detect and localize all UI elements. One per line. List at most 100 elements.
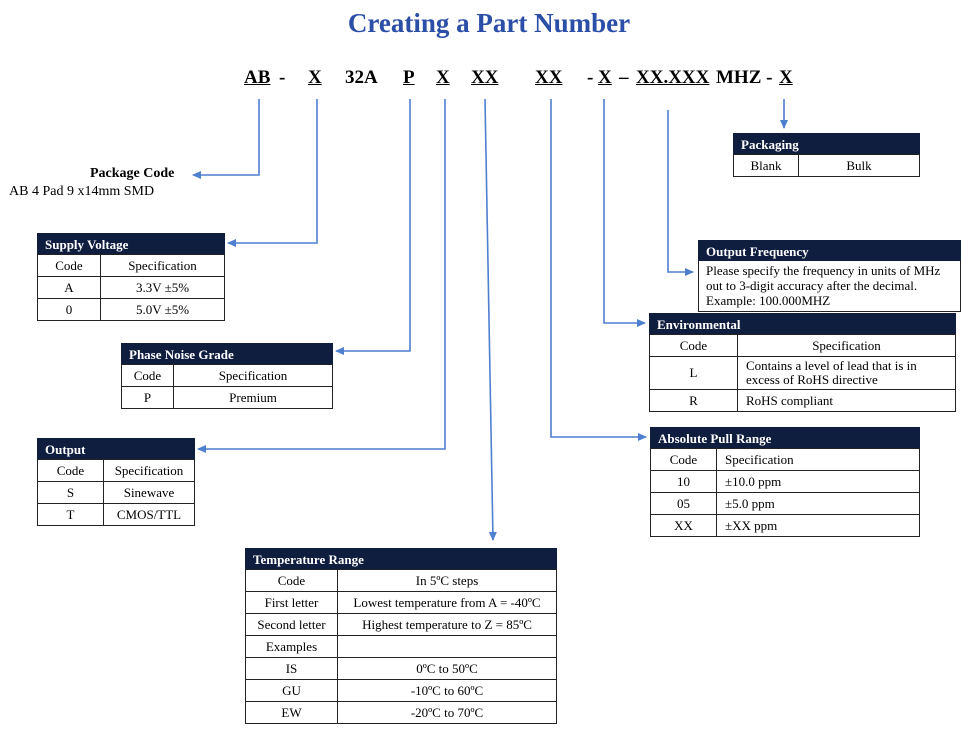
spec-cell: CMOS/TTL bbox=[103, 503, 195, 526]
supply-voltage-title: Supply Voltage bbox=[37, 233, 225, 254]
spec-cell: RoHS compliant bbox=[737, 389, 956, 412]
output-table: Output Code Specification S Sinewave T C… bbox=[37, 438, 195, 526]
part-segment-environmental: X bbox=[598, 67, 612, 88]
table-row: First letter Lowest temperature from A =… bbox=[245, 591, 557, 614]
spec-cell: -10ºC to 60ºC bbox=[337, 679, 557, 702]
arrow-package-code bbox=[192, 99, 260, 179]
table-header-row: Code Specification bbox=[121, 364, 333, 387]
arrow-temperature bbox=[484, 98, 497, 541]
part-segment-frequency: XX.XXX bbox=[636, 67, 710, 88]
table-row: S Sinewave bbox=[37, 481, 195, 504]
arrow-pull-range bbox=[550, 99, 647, 441]
part-segment-ab: AB bbox=[244, 67, 271, 88]
table-header-row: Code Specification bbox=[37, 459, 195, 482]
code-cell: IS bbox=[245, 657, 338, 680]
code-cell: First letter bbox=[245, 591, 338, 614]
spec-cell: Premium bbox=[173, 386, 333, 409]
table-header-row: Code Specification bbox=[37, 254, 225, 277]
packaging-table: Packaging Blank Bulk bbox=[733, 133, 920, 177]
arrow-output-frequency bbox=[667, 110, 694, 276]
column-header: Code bbox=[650, 448, 717, 471]
spec-cell: ±5.0 ppm bbox=[716, 492, 920, 515]
column-header: Specification bbox=[737, 334, 956, 357]
column-header: Specification bbox=[100, 254, 225, 277]
environmental-title: Environmental bbox=[649, 313, 956, 334]
table-row: EW -20ºC to 70ºC bbox=[245, 701, 557, 724]
column-header: Code bbox=[121, 364, 174, 387]
part-separator: - bbox=[279, 67, 286, 88]
output-frequency-text: Please specify the frequency in units of… bbox=[698, 261, 961, 312]
code-cell: 10 bbox=[650, 470, 717, 493]
column-header: Specification bbox=[103, 459, 195, 482]
table-row: Blank Bulk bbox=[733, 154, 920, 177]
spec-cell: 5.0V ±5% bbox=[100, 298, 225, 321]
code-cell: GU bbox=[245, 679, 338, 702]
arrow-output bbox=[197, 99, 446, 453]
frequency-line: out to 3-digit accuracy after the decima… bbox=[706, 278, 918, 293]
temperature-range-table: Temperature Range Code In 5ºC steps Firs… bbox=[245, 548, 557, 724]
code-cell: P bbox=[121, 386, 174, 409]
part-segment-packaging: X bbox=[779, 67, 793, 88]
part-separator: – bbox=[619, 67, 629, 88]
part-segment-pull-range: XX bbox=[535, 67, 563, 88]
pull-range-table: Absolute Pull Range Code Specification 1… bbox=[650, 427, 920, 537]
table-row: T CMOS/TTL bbox=[37, 503, 195, 526]
spec-cell: Lowest temperature from A = -40ºC bbox=[337, 591, 557, 614]
table-row: R RoHS compliant bbox=[649, 389, 956, 412]
table-row: XX ±XX ppm bbox=[650, 514, 920, 537]
spec-cell: Sinewave bbox=[103, 481, 195, 504]
code-cell: T bbox=[37, 503, 104, 526]
arrow-supply-voltage bbox=[227, 99, 318, 247]
spec-cell: 3.3V ±5% bbox=[100, 276, 225, 299]
code-cell: EW bbox=[245, 701, 338, 724]
table-header-row: Code Specification bbox=[649, 334, 956, 357]
spec-cell: 0ºC to 50ºC bbox=[337, 657, 557, 680]
spec-cell: Highest temperature to Z = 85ºC bbox=[337, 613, 557, 636]
package-code-label: Package Code bbox=[90, 166, 175, 181]
supply-voltage-table: Supply Voltage Code Specification A 3.3V… bbox=[37, 233, 225, 321]
table-row: P Premium bbox=[121, 386, 333, 409]
arrow-phase-noise bbox=[335, 99, 411, 355]
package-code-desc: AB 4 Pad 9 x14mm SMD bbox=[9, 184, 155, 199]
column-header: Code bbox=[37, 254, 101, 277]
column-header: Code bbox=[649, 334, 738, 357]
table-row: Examples bbox=[245, 635, 557, 658]
spec-cell: ±XX ppm bbox=[716, 514, 920, 537]
frequency-line: Example: 100.000MHZ bbox=[706, 293, 831, 308]
column-header: Code bbox=[245, 569, 338, 592]
arrow-environmental bbox=[603, 99, 646, 327]
spec-cell bbox=[337, 635, 557, 658]
part-segment-32a: 32A bbox=[345, 67, 378, 88]
part-segment-mhz: MHZ - bbox=[716, 67, 773, 88]
table-row: 05 ±5.0 ppm bbox=[650, 492, 920, 515]
table-row: GU -10ºC to 60ºC bbox=[245, 679, 557, 702]
table-row: Second letter Highest temperature to Z =… bbox=[245, 613, 557, 636]
code-cell: XX bbox=[650, 514, 717, 537]
page-title: Creating a Part Number bbox=[347, 8, 631, 38]
environmental-table: Environmental Code Specification L Conta… bbox=[649, 313, 956, 412]
packaging-title: Packaging bbox=[733, 133, 920, 154]
table-row: A 3.3V ±5% bbox=[37, 276, 225, 299]
table-row: 0 5.0V ±5% bbox=[37, 298, 225, 321]
output-frequency-box: Output Frequency Please specify the freq… bbox=[698, 240, 961, 312]
column-header: Specification bbox=[173, 364, 333, 387]
table-header-row: Code In 5ºC steps bbox=[245, 569, 557, 592]
part-separator: - bbox=[587, 67, 594, 88]
code-cell: Blank bbox=[733, 154, 799, 177]
frequency-line: Please specify the frequency in units of… bbox=[706, 263, 941, 278]
column-header: Code bbox=[37, 459, 104, 482]
code-cell: Examples bbox=[245, 635, 338, 658]
spec-cell: Bulk bbox=[798, 154, 920, 177]
table-row: L Contains a level of lead that is in ex… bbox=[649, 356, 956, 390]
part-segment-phase-noise: P bbox=[403, 67, 415, 88]
column-header: In 5ºC steps bbox=[337, 569, 557, 592]
code-cell: R bbox=[649, 389, 738, 412]
code-cell: Second letter bbox=[245, 613, 338, 636]
phase-noise-title: Phase Noise Grade bbox=[121, 343, 333, 364]
pull-range-title: Absolute Pull Range bbox=[650, 427, 920, 448]
spec-cell: -20ºC to 70ºC bbox=[337, 701, 557, 724]
spec-cell: ±10.0 ppm bbox=[716, 470, 920, 493]
part-segment-output: X bbox=[436, 67, 450, 88]
code-cell: 0 bbox=[37, 298, 101, 321]
code-cell: S bbox=[37, 481, 104, 504]
